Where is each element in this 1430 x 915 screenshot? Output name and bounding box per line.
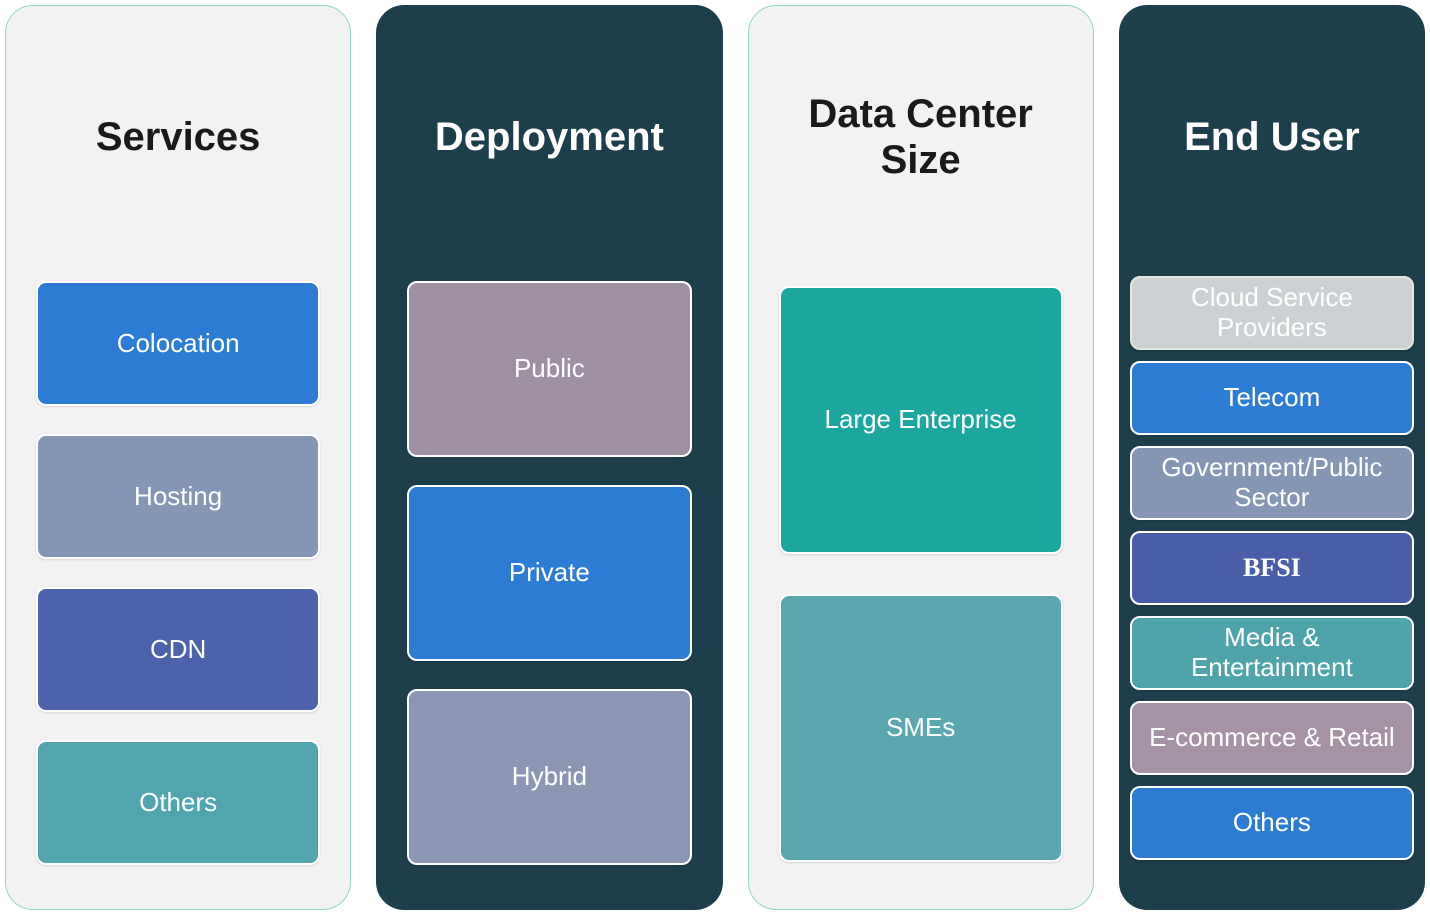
size-items: Large Enterprise SMEs — [778, 286, 1063, 862]
box-colocation: Colocation — [36, 281, 321, 406]
box-public: Public — [407, 281, 692, 457]
box-government-public-sector: Government/Public Sector — [1129, 446, 1414, 520]
box-hybrid: Hybrid — [407, 689, 692, 865]
column-end-user: End User Cloud Service Providers Telecom… — [1118, 5, 1425, 910]
column-title-services: Services — [95, 115, 261, 159]
box-hosting: Hosting — [36, 434, 321, 559]
box-enduser-others: Others — [1129, 786, 1414, 860]
column-deployment: Deployment Public Private Hybrid — [376, 5, 723, 910]
box-media-entertainment: Media & Entertainment — [1129, 616, 1414, 690]
column-title-end-user: End User — [1184, 115, 1360, 159]
column-title-deployment: Deployment — [434, 115, 664, 159]
box-smes: SMEs — [778, 594, 1063, 862]
deployment-items: Public Private Hybrid — [407, 281, 692, 865]
box-private: Private — [407, 485, 692, 661]
box-large-enterprise: Large Enterprise — [778, 286, 1063, 554]
end-user-items: Cloud Service Providers Telecom Governme… — [1129, 276, 1414, 860]
column-services: Services Colocation Hosting CDN Others — [5, 5, 352, 910]
box-services-others: Others — [36, 740, 321, 865]
column-data-center-size: Data Center Size Large Enterprise SMEs — [747, 5, 1094, 910]
box-ecommerce-retail: E-commerce & Retail — [1129, 701, 1414, 775]
column-title-data-center-size: Data Center Size — [808, 92, 1033, 182]
services-items: Colocation Hosting CDN Others — [36, 281, 321, 865]
box-bfsi: BFSI — [1129, 531, 1414, 605]
box-telecom: Telecom — [1129, 361, 1414, 435]
box-cloud-service-providers: Cloud Service Providers — [1129, 276, 1414, 350]
box-cdn: CDN — [36, 587, 321, 712]
